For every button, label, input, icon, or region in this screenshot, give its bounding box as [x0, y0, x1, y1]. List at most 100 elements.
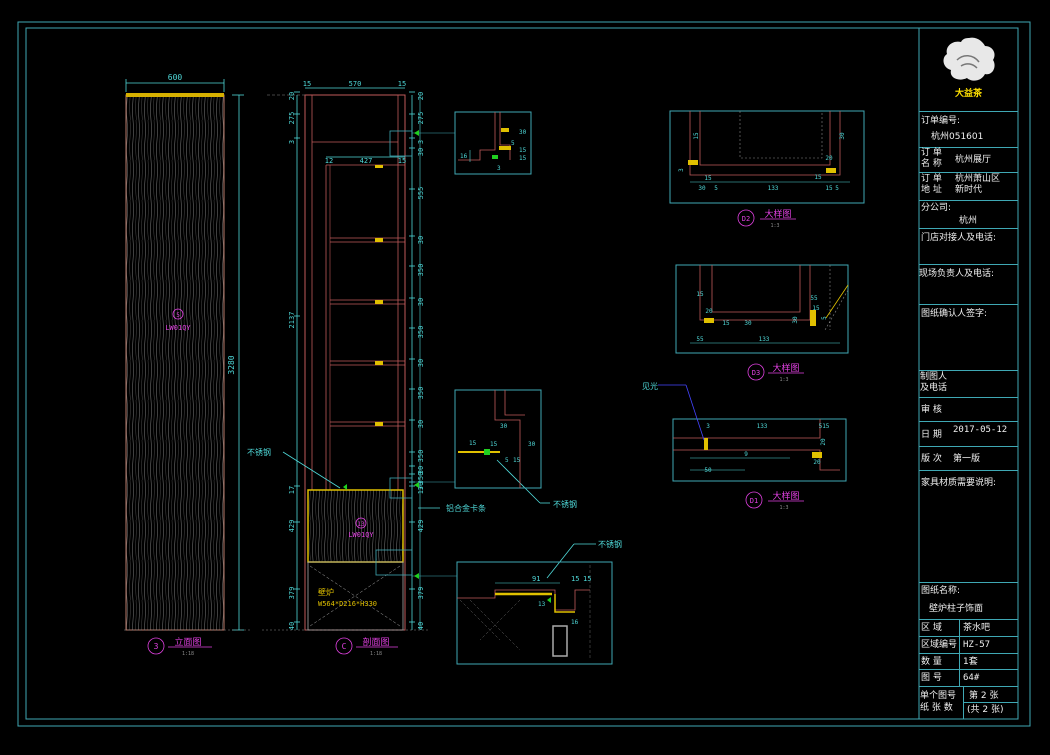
branch-label: 分公司:	[921, 203, 952, 213]
detail-top: 16 30 15 15 3 5	[454, 111, 532, 175]
section-view-number: C	[342, 642, 347, 651]
d2-dim-2: 15	[704, 175, 712, 182]
area-label: 区 域	[921, 623, 942, 633]
section-right-dims: 2027533055530350303503035030350303503017…	[409, 91, 425, 630]
outer-frame	[17, 21, 1031, 727]
elevation-view: 600 3280 5 LW01QY 3 立面图 1:18	[124, 73, 250, 657]
d3-dim-5: 30	[792, 316, 799, 324]
d1-scale: 1:3	[779, 505, 788, 511]
sec-dim-right-19: 40	[417, 622, 425, 630]
d2-dim-0: 15	[693, 132, 700, 140]
brand-name: 大益茶	[954, 89, 982, 99]
sec-dim-left-2: 3	[288, 140, 296, 144]
d2-dim-10: 30	[839, 132, 846, 140]
d-mid-dim-5: 30	[528, 441, 536, 448]
sec-dim-right-18: 379	[417, 587, 425, 600]
materials-label: 家具材质需要说明:	[921, 478, 997, 488]
callout-stainless-3: 不锈钢	[598, 539, 622, 549]
area-no-value: HZ-57	[963, 640, 991, 650]
sec-dim-left-0: 20	[288, 92, 296, 100]
order-no-value: 杭州051601	[931, 132, 984, 142]
sheet-value: 第 2 张	[969, 691, 999, 701]
d-mid-dim-2: 5	[505, 457, 509, 464]
d1-dim-3: 20	[820, 438, 827, 446]
version-value: 第一版	[953, 454, 981, 464]
sec-dim-inner-0: 12	[325, 157, 333, 165]
d1-dim-1: 133	[757, 423, 768, 430]
d1-callout: 见光	[642, 381, 658, 391]
d-top-dim-3: 15	[519, 155, 527, 162]
d3-dim-6: 5	[821, 316, 828, 320]
version-label: 版 次	[921, 454, 942, 464]
sec-dim-right-15: 30	[417, 482, 425, 490]
sec-dim-right-4: 555	[417, 187, 425, 200]
d-bot-dim-3: 13	[538, 601, 546, 608]
d2-dim-3: 30	[698, 185, 706, 192]
order-addr-row: 订 单 地 址 杭州萧山区 新时代	[919, 173, 1018, 201]
d1-dim-6: 50	[704, 467, 712, 474]
qty-value: 1套	[963, 657, 978, 667]
sec-dim-right-5: 30	[417, 236, 425, 244]
d3-dim-7: 15	[812, 305, 820, 312]
sec-dim-right-11: 30	[417, 420, 425, 428]
d2-dim-1: 3	[678, 168, 685, 172]
sheet-label: 单个图号 纸 张 数	[920, 691, 957, 713]
drafter-label: 制图人 及电话	[920, 372, 948, 393]
order-name-label: 订 单 名 称	[921, 148, 942, 169]
section-material-tag: 13	[357, 521, 365, 528]
d1-dim-5: 20	[813, 459, 821, 466]
sec-dim-right-16: 17	[417, 486, 425, 494]
sec-dim-left-6: 379	[288, 587, 296, 600]
area-row: 区 域 茶水吧	[919, 620, 1018, 637]
d-top-dim-0: 16	[460, 153, 468, 160]
detail-mid: 30 15 5 15 15 30	[454, 389, 542, 489]
sec-dim-right-3: 30	[417, 148, 425, 156]
version-row: 版 次 第一版	[919, 447, 1018, 471]
d-top-dim-1: 30	[519, 129, 527, 136]
sec-dim-right-14: 350	[417, 472, 425, 485]
stove-label: 壁炉	[318, 587, 334, 597]
qty-row: 数 量 1套	[919, 654, 1018, 670]
sec-dim-left-1: 275	[288, 112, 296, 125]
d2-number: D2	[742, 215, 750, 223]
section-view-scale: 1:18	[370, 651, 382, 657]
d3-dim-8: 55	[696, 336, 704, 343]
confirm-row: 图纸确认人签字:	[919, 305, 1018, 371]
title-block: 大益茶 订单编号: 杭州051601 订 单 名 称 杭州展厅 订 单 地 址 …	[919, 28, 1018, 719]
d3-scale: 1:3	[779, 377, 788, 383]
drawing-name-label: 图纸名称:	[921, 586, 961, 596]
tb-divider	[963, 687, 964, 719]
section-material-code: LW01QY	[348, 531, 374, 539]
d1-dim-2: 515	[819, 423, 830, 430]
d1-dim-0: 3	[706, 423, 710, 430]
sec-dim-right-7: 30	[417, 298, 425, 306]
order-addr-label: 订 单 地 址	[921, 174, 942, 195]
logo-cell: 大益茶	[919, 28, 1018, 112]
site-manager-label: 现场负责人及电话:	[919, 269, 995, 279]
d2-dim-7: 15	[814, 174, 822, 181]
brand-logo-icon	[943, 37, 995, 81]
section-view-title: 剖面图	[362, 636, 389, 648]
sec-dim-top-1: 570	[349, 80, 362, 88]
sec-dim-top-0: 15	[303, 80, 311, 88]
drafter-row: 制图人 及电话	[919, 371, 1018, 398]
sec-dim-right-0: 20	[417, 92, 425, 100]
wood-panel	[125, 94, 225, 631]
sec-dim-right-10: 350	[417, 387, 425, 400]
order-name-value: 杭州展厅	[955, 155, 992, 165]
elev-top-width: 600	[168, 73, 183, 82]
store-contact-row: 门店对接人及电话:	[919, 229, 1018, 265]
callout-aluminum: 铝合金卡条	[446, 503, 486, 513]
d2-scale: 1:3	[770, 223, 779, 229]
review-label: 审 核	[921, 405, 942, 415]
sec-dim-right-17: 429	[417, 520, 425, 533]
sheet-total: (共 2 张)	[967, 705, 1004, 715]
d-bot-dim-0: 91	[532, 575, 540, 583]
section-view: 13 LW01QY 壁炉 W564*D216*H330 15 570 15 12…	[247, 80, 622, 657]
callout-stainless-2: 不锈钢	[553, 499, 577, 509]
confirm-label: 图纸确认人签字:	[921, 309, 988, 319]
